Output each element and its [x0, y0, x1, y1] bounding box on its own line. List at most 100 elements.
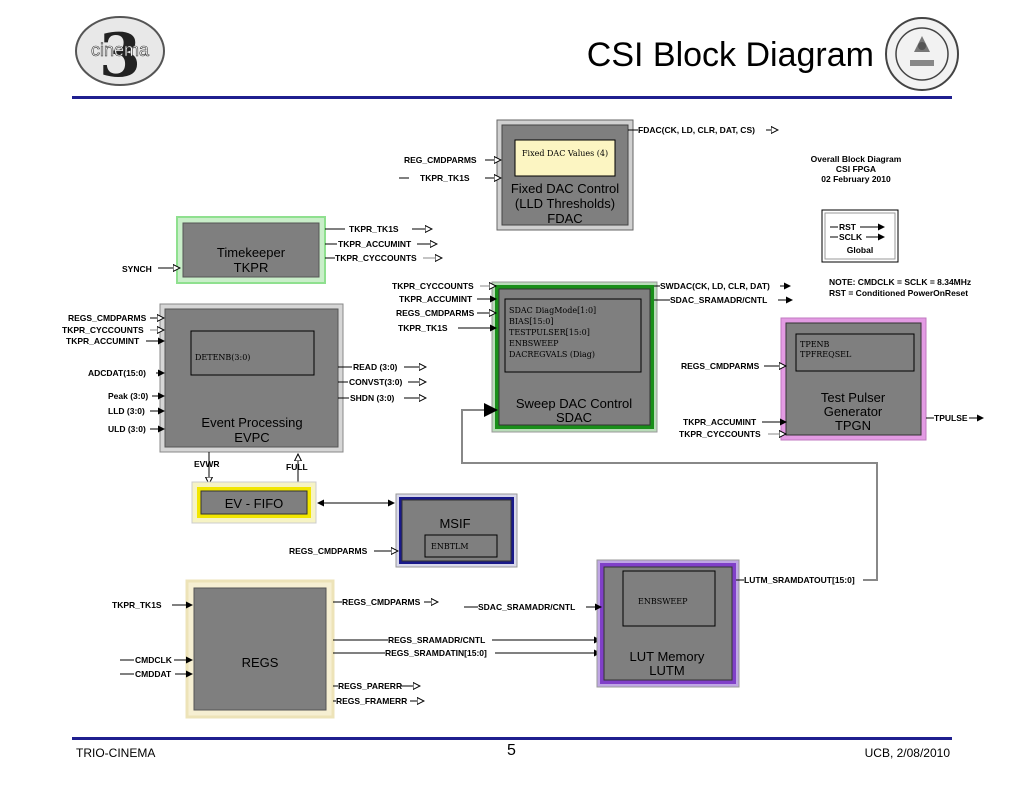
- sdac-block: SDAC DiagMode[1:0] BIAS[15:0] TESTPULSER…: [491, 281, 658, 433]
- fdac-title-1: Fixed DAC Control: [511, 181, 619, 196]
- tpgn-in-tkpr-accumint: TKPR_ACCUMINT: [683, 417, 757, 427]
- note-rst: RST = Conditioned PowerOnReset: [829, 288, 968, 298]
- lutm-block: ENBSWEEP LUT Memory LUTM: [596, 559, 740, 688]
- evpc-out-convst: CONVST(3:0): [349, 377, 403, 387]
- fdac-out: FDAC(CK, LD, CLR, DAT, CS): [638, 125, 755, 135]
- regs-out-cmdparms: REGS_CMDPARMS: [342, 597, 421, 607]
- footer-left: TRIO-CINEMA: [76, 746, 156, 760]
- evpc-in-tkpr-accumint: TKPR_ACCUMINT: [66, 336, 140, 346]
- regs-title: REGS: [242, 655, 279, 670]
- evpc-out-shdn: SHDN (3:0): [350, 393, 395, 403]
- evpc-in-tkpr-cyccounts: TKPR_CYCCOUNTS: [62, 325, 144, 335]
- msif-inner-box: [424, 534, 498, 558]
- lutm-to-sdac-route: [461, 403, 878, 581]
- lutm-in-sdac-sramadr: SDAC_SRAMADR/CNTL: [478, 602, 575, 612]
- regs-out-sramadr: REGS_SRAMADR/CNTL: [388, 635, 485, 645]
- tpgn-out-tpulse: TPULSE: [934, 413, 968, 423]
- msif-inner-label: ENBTLM: [431, 542, 469, 551]
- lutm-title-1: LUT Memory: [630, 649, 705, 664]
- sdac-title-2: SDAC: [556, 410, 592, 425]
- fdac-title-2: (LLD Thresholds): [515, 196, 615, 211]
- regs-in-cmddat: CMDDAT: [135, 669, 172, 679]
- sdac-inner-1: SDAC DiagMode[1:0]: [509, 306, 596, 315]
- regs-out-sramdatin: REGS_SRAMDATIN[15:0]: [385, 648, 487, 658]
- lutm-inner-label: ENBSWEEP: [638, 597, 688, 606]
- regs-out-framerr: REGS_FRAMERR: [336, 696, 407, 706]
- tkpr-title-2: TKPR: [234, 260, 269, 275]
- tpgn-title-1: Test Pulser: [821, 390, 886, 405]
- evpc-out-read: READ (3:0): [353, 362, 398, 372]
- sdac-in-tkpr-tk1s: TKPR_TK1S: [398, 323, 448, 333]
- sdac-out-sramadr: SDAC_SRAMADR/CNTL: [670, 295, 767, 305]
- evpc-in-uld: ULD (3:0): [108, 424, 146, 434]
- tkpr-out-accumint: TKPR_ACCUMINT: [338, 239, 412, 249]
- regs-block: REGS: [185, 579, 335, 719]
- footer-right: UCB, 2/08/2010: [864, 746, 950, 760]
- overall-note-3: 02 February 2010: [821, 174, 891, 184]
- fdac-inner-box: [514, 139, 616, 177]
- page-title: CSI Block Diagram: [586, 36, 874, 74]
- overall-note-1: Overall Block Diagram: [811, 154, 902, 164]
- fifo-block: EV - FIFO: [191, 481, 317, 524]
- tpgn-title-3: TPGN: [835, 418, 871, 433]
- lutm-title-2: LUTM: [649, 663, 684, 678]
- evpc-inner-box: [190, 330, 315, 376]
- tkpr-in-synch: SYNCH: [122, 264, 152, 274]
- tkpr-out-cyccounts: TKPR_CYCCOUNTS: [335, 253, 417, 263]
- evpc-in-lld: LLD (3:0): [108, 406, 145, 416]
- legend-global: Global: [847, 245, 873, 255]
- evpc-block: DETENB(3:0) Event Processing EVPC: [159, 303, 344, 453]
- sdac-in-regs-cmdparms: REGS_CMDPARMS: [396, 308, 475, 318]
- fdac-block: Fixed DAC Values (4) Fixed DAC Control (…: [496, 119, 634, 231]
- sdac-in-tkpr-accumint: TKPR_ACCUMINT: [399, 294, 473, 304]
- sdac-inner-2: BIAS[15:0]: [509, 317, 554, 326]
- sdac-out-swdac: SWDAC(CK, LD, CLR, DAT): [660, 281, 770, 291]
- evpc-full-label: FULL: [286, 462, 308, 472]
- sdac-inner-3: TESTPULSER[15:0]: [509, 328, 590, 337]
- legend-rst: RST: [839, 222, 857, 232]
- evpc-title-2: EVPC: [234, 430, 269, 445]
- regs-out-parerr: REGS_PARERR: [338, 681, 402, 691]
- msif-in-regs-cmdparms: REGS_CMDPARMS: [289, 546, 368, 556]
- footer-page-number: 5: [507, 742, 516, 759]
- sdac-inner-box: [504, 298, 642, 373]
- lutm-inner-box: [622, 570, 716, 627]
- evpc-in-peak: Peak (3:0): [108, 391, 148, 401]
- note-cmdclk: NOTE: CMDCLK = SCLK = 8.34MHz: [829, 277, 971, 287]
- tkpr-out-tk1s: TKPR_TK1S: [349, 224, 399, 234]
- regs-in-tkpr-tk1s: TKPR_TK1S: [112, 600, 162, 610]
- tkpr-title-1: Timekeeper: [217, 245, 286, 260]
- sdac-inner-4: ENBSWEEP: [509, 339, 559, 348]
- header-rule: [72, 96, 952, 99]
- evpc-in-adcdat: ADCDAT(15:0): [88, 368, 146, 378]
- fdac-in-tkpr-tk1s: TKPR_TK1S: [420, 173, 470, 183]
- fdac-title-3: FDAC: [547, 211, 582, 226]
- tpgn-inner-box: [795, 333, 915, 372]
- legend-sclk: SCLK: [839, 232, 863, 242]
- tpgn-in-regs-cmdparms: REGS_CMDPARMS: [681, 361, 760, 371]
- fdac-inner-label: Fixed DAC Values (4): [522, 149, 608, 158]
- evpc-title-1: Event Processing: [201, 415, 302, 430]
- university-seal: [884, 16, 960, 92]
- svg-text:3: 3: [99, 21, 141, 88]
- evpc-inner-label: DETENB(3:0): [195, 353, 250, 362]
- tpgn-title-2: Generator: [824, 404, 883, 419]
- fifo-title: EV - FIFO: [225, 496, 284, 511]
- msif-title: MSIF: [439, 516, 470, 531]
- cinema-logo: 3 cinema: [72, 14, 168, 91]
- overall-note-2: CSI FPGA: [836, 164, 876, 174]
- tpgn-in-tkpr-cyccounts: TKPR_CYCCOUNTS: [679, 429, 761, 439]
- tpgn-inner-2: TPFREQSEL: [800, 350, 852, 359]
- sdac-in-tkpr-cyccounts: TKPR_CYCCOUNTS: [392, 281, 474, 291]
- tpgn-block: TPENB TPFREQSEL Test Pulser Generator TP…: [780, 317, 927, 441]
- msif-block: MSIF ENBTLM: [395, 493, 518, 568]
- tpgn-inner-1: TPENB: [800, 340, 830, 349]
- global-legend: RST SCLK Global: [821, 209, 899, 263]
- sdac-inner-5: DACREGVALS (Diag): [509, 350, 595, 359]
- footer-rule: [72, 737, 952, 740]
- regs-in-cmdclk: CMDCLK: [135, 655, 173, 665]
- sdac-title-1: Sweep DAC Control: [516, 396, 632, 411]
- tkpr-block: Timekeeper TKPR: [176, 216, 326, 284]
- fdac-in-reg-cmdparms: REG_CMDPARMS: [404, 155, 477, 165]
